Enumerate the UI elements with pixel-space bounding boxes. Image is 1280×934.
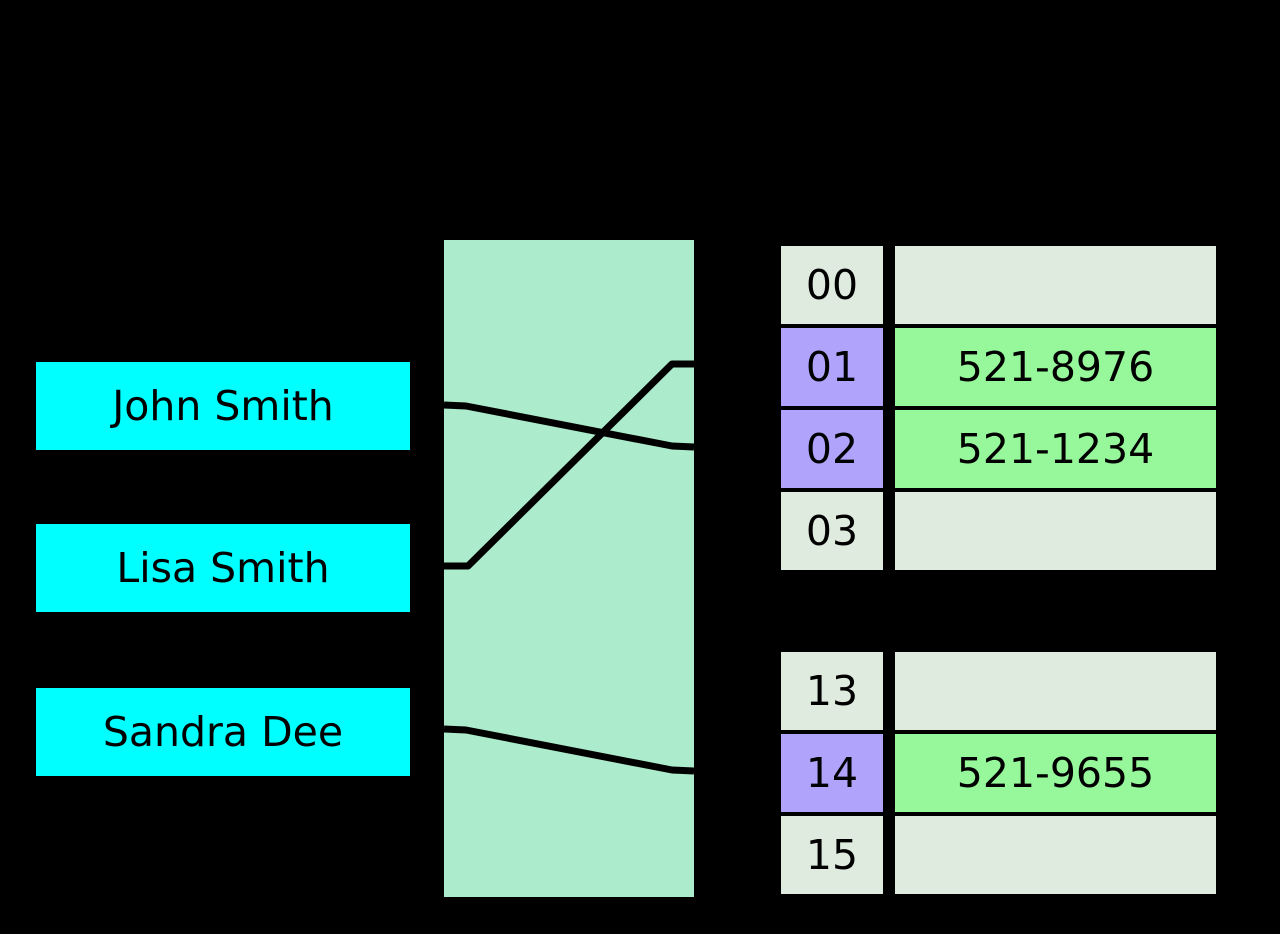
bucket-value: 521-1234 (895, 410, 1216, 488)
bucket-index: 13 (781, 652, 883, 730)
key-box-john-smith[interactable]: John Smith (36, 362, 410, 450)
key-label: John Smith (112, 381, 334, 430)
hash-function-panel (444, 240, 694, 897)
bucket-index: 14 (781, 734, 883, 812)
bucket-value (895, 816, 1216, 894)
key-box-lisa-smith[interactable]: Lisa Smith (36, 524, 410, 612)
key-label: Lisa Smith (116, 543, 330, 592)
key-box-sandra-dee[interactable]: Sandra Dee (36, 688, 410, 776)
bucket-value (895, 246, 1216, 324)
key-label: Sandra Dee (102, 707, 344, 756)
bucket-index: 01 (781, 328, 883, 406)
bucket-index: 00 (781, 246, 883, 324)
bucket-value (895, 492, 1216, 570)
bucket-index: 15 (781, 816, 883, 894)
bucket-value: 521-8976 (895, 328, 1216, 406)
bucket-value: 521-9655 (895, 734, 1216, 812)
bucket-value (895, 652, 1216, 730)
bucket-index: 02 (781, 410, 883, 488)
bucket-index: 03 (781, 492, 883, 570)
